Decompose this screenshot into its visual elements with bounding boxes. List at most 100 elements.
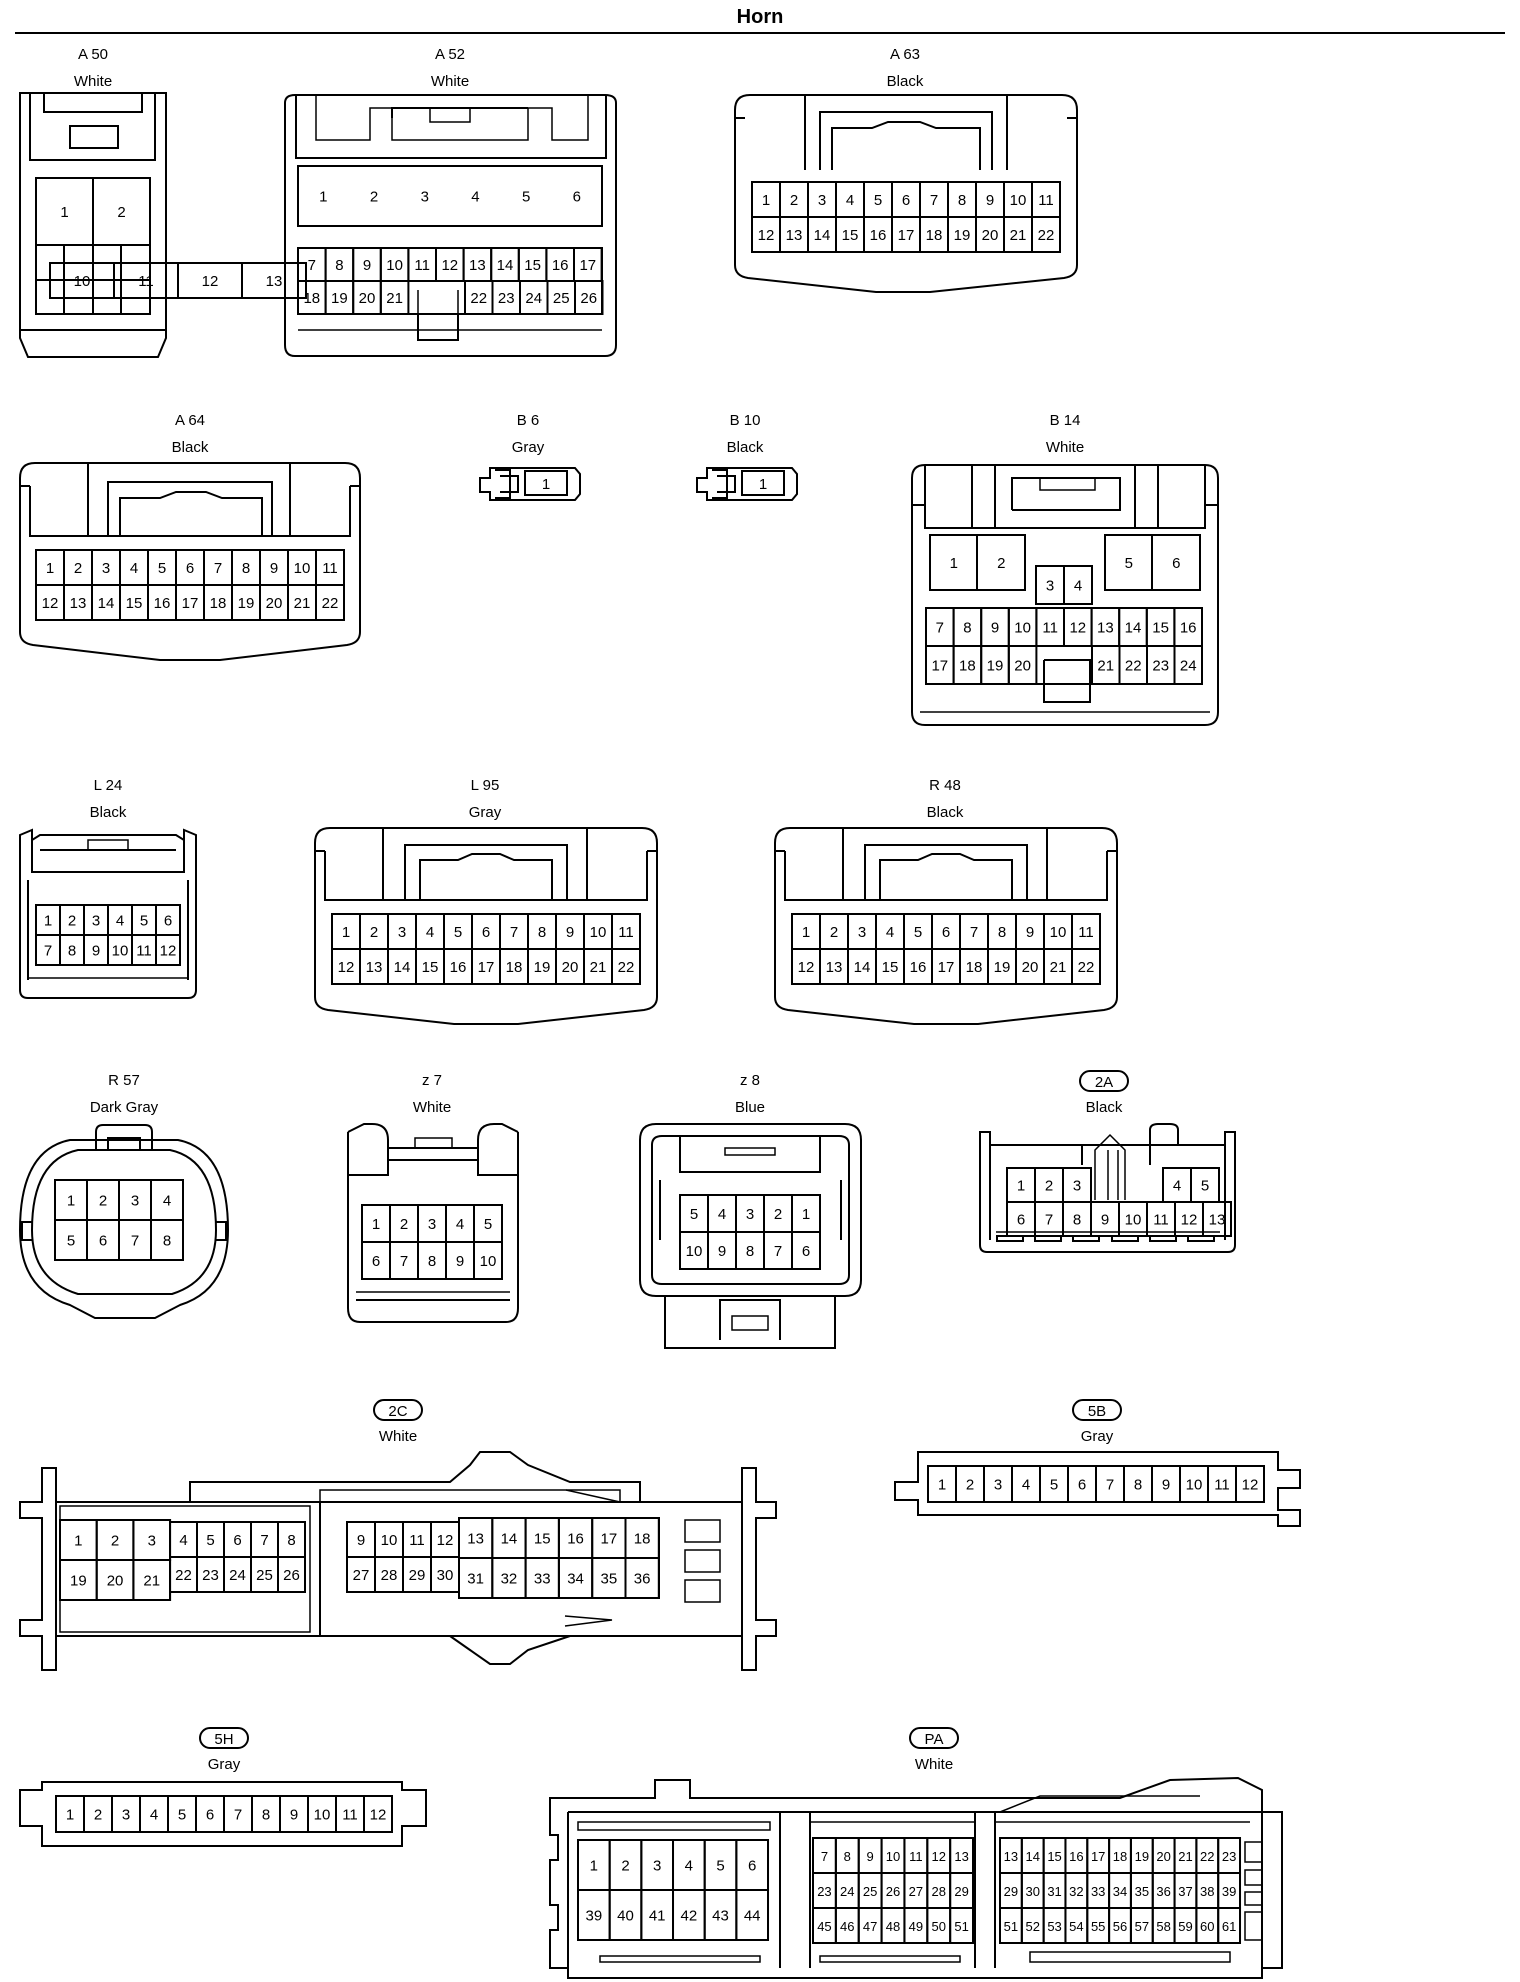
pin-number: 10 [686,1243,703,1260]
connector-5h-id: 5H [214,1731,233,1748]
pin-number: 16 [1180,620,1197,637]
pin-number: 43 [712,1908,729,1925]
connector-pa-id: PA [925,1731,944,1748]
connector-r48-id: R 48 [929,777,961,794]
pin-cell [1217,1907,1242,1944]
pin-number: 19 [954,227,971,244]
pin-number: 9 [456,1253,464,1270]
pin-number: 29 [954,1884,968,1899]
connector-a50-id: A 50 [78,46,108,63]
pin-number: 23 [498,290,515,307]
pin-number: 33 [534,1571,551,1588]
pin-number: 2 [111,1533,119,1550]
pin-number: 8 [287,1532,295,1549]
pin-number: 8 [1073,1212,1081,1229]
pin-number: 4 [163,1193,171,1210]
pin-number: 10 [1050,924,1067,941]
pin-number: 9 [290,1807,298,1824]
pin-number: 14 [854,959,871,976]
pin-number: 2 [997,555,1005,572]
pin-number: 2 [117,204,125,221]
pin-number: 4 [130,560,138,577]
pin-number: 18 [959,658,976,675]
pin-number: 58 [1156,1919,1170,1934]
connector-a64-color: Black [172,439,209,456]
connector-l24-id: L 24 [94,777,123,794]
pin-number: 2 [370,924,378,941]
pin-number: 8 [746,1243,754,1260]
pin-number: 20 [1014,658,1031,675]
pin-number: 25 [553,290,570,307]
pin-number: 10 [886,1849,900,1864]
connector-z7-id: z 7 [422,1072,442,1089]
pin-number: 9 [566,924,574,941]
pin-number: 3 [653,1858,661,1875]
pin-number: 5 [178,1807,186,1824]
pin-number: 2 [966,1477,974,1494]
connector-b14-color: White [1046,439,1084,456]
pin-number: 28 [931,1884,945,1899]
pin-number: 6 [1017,1212,1025,1229]
connector-l95-color: Gray [469,804,502,821]
pin-number: 11 [136,943,152,960]
pin-number: 6 [233,1532,241,1549]
pin-number: 8 [998,924,1006,941]
pin-number: 25 [863,1884,877,1899]
pin-number: 10 [590,924,607,941]
pin-number: 26 [886,1884,900,1899]
pin-number: 21 [1097,658,1114,675]
pin-number: 11 [1153,1212,1169,1229]
pin-number: 20 [107,1573,124,1590]
pin-number: 5 [158,560,166,577]
pin-number: 12 [370,1807,387,1824]
pin-number: 22 [1078,959,1095,976]
pin-number: 42 [681,1908,698,1925]
pin-number: 45 [817,1919,831,1934]
connector-a63-id: A 63 [890,46,920,63]
pin-number: 9 [867,1849,874,1864]
connector-b6: B 6 Gray 1 [479,412,581,501]
pin-cell [1173,645,1203,685]
pin-number: 2 [774,1206,782,1223]
pin-number: 7 [510,924,518,941]
pin-number: 10 [386,257,403,274]
pin-number: 13 [1097,620,1114,637]
pin-number: 44 [744,1908,761,1925]
pin-number: 49 [909,1919,923,1934]
pin-number: 15 [842,227,859,244]
pin-number: 9 [1026,924,1034,941]
pin-cell [1071,948,1101,985]
pin-cell [1063,565,1093,605]
pin-number: 8 [844,1849,851,1864]
pin-number: 2 [621,1858,629,1875]
pin-number: 34 [567,1571,584,1588]
pin-cell [611,948,641,985]
pin-number: 13 [266,273,283,290]
pin-number: 6 [1078,1477,1086,1494]
pin-number: 21 [1178,1849,1192,1864]
pin-number: 9 [986,192,994,209]
pin-number: 13 [786,227,803,244]
pin-number: 21 [143,1573,160,1590]
pin-number: 4 [426,924,434,941]
pin-number: 50 [931,1919,945,1934]
pin-number: 7 [214,560,222,577]
pin-number: 9 [363,257,371,274]
pin-number: 18 [303,290,320,307]
pin-number: 27 [353,1567,370,1584]
pin-number: 39 [585,1908,602,1925]
pin-cell [1202,1201,1232,1237]
pin-cell [277,1556,306,1593]
pin-number: 13 [366,959,383,976]
pin-number: 8 [538,924,546,941]
pin-number: 12 [1242,1477,1259,1494]
title-rule [15,32,1505,34]
pin-number: 10 [112,943,129,960]
